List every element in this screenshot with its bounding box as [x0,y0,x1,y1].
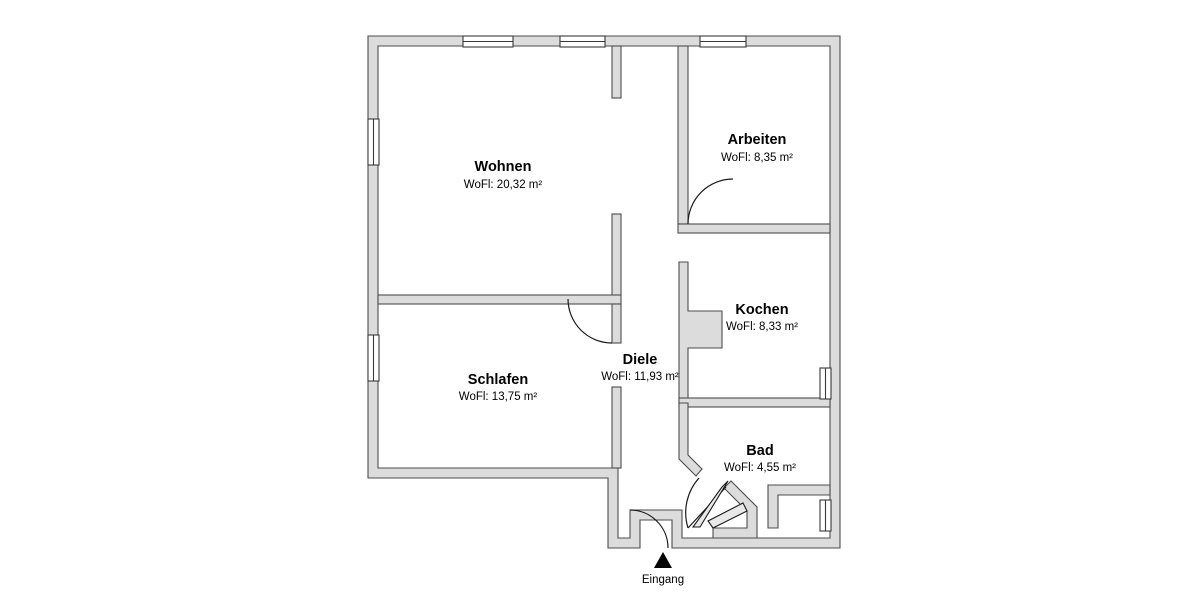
interior-wall-vertical-center-upper [677,45,689,225]
door-schlafen [567,298,613,344]
room-area-bad: WoFl: 4,55 m² [724,462,796,474]
room-area-schlafen: WoFl: 13,75 m² [459,391,538,403]
door-eingang [629,509,669,549]
doors-group [567,178,748,549]
interior-wall-wohnen-top-stub [611,45,622,99]
room-name-arbeiten: Arbeiten [728,132,787,148]
room-name-wohnen: Wohnen [475,159,532,175]
window-right-2 [819,499,832,532]
interior-wall-schlafen-diele-lower [611,386,622,469]
window-top-1 [462,35,514,48]
room-label-wohnen: Wohnen WoFl: 20,32 m² [464,159,543,191]
door-leaf-eingang [707,502,748,529]
room-label-arbeiten: Arbeiten WoFl: 8,35 m² [721,132,793,164]
interior-wall-wohnen-diele-stub [611,213,622,297]
room-label-bad: Bad WoFl: 4,55 m² [724,443,796,474]
room-name-diele: Diele [623,352,658,368]
window-top-2 [559,35,606,48]
entrance-label: Eingang [642,574,684,586]
interior-wall-arbeiten-kochen [677,223,831,234]
interior-wall-bad-entrance-angled [712,480,758,539]
room-labels-group: Wohnen WoFl: 20,32 m² Arbeiten WoFl: 8,3… [459,132,798,586]
windows-group [367,35,832,532]
interior-wall-diele-kochen [678,261,723,404]
room-name-schlafen: Schlafen [468,372,528,388]
room-area-wohnen: WoFl: 20,32 m² [464,179,543,191]
interior-wall-bad-nook [767,484,831,529]
door-arbeiten [687,178,734,225]
room-area-diele: WoFl: 11,93 m² [601,371,679,383]
window-right-1 [819,367,832,400]
interior-wall-wohnen-schlafen [377,294,622,305]
room-area-kochen: WoFl: 8,33 m² [726,321,798,333]
interior-wall-schlafen-diele-upper [611,303,622,344]
room-label-kochen: Kochen WoFl: 8,33 m² [726,302,798,333]
room-label-diele: Diele WoFl: 11,93 m² [601,352,679,383]
window-left-1 [367,118,380,166]
window-left-2 [367,334,380,382]
window-top-3 [699,35,747,48]
room-label-schlafen: Schlafen WoFl: 13,75 m² [459,372,538,403]
room-name-bad: Bad [746,443,773,459]
interior-wall-diele-bad-angled [678,402,703,477]
room-name-kochen: Kochen [735,302,788,318]
interior-wall-kochen-bad [678,397,831,408]
room-area-arbeiten: WoFl: 8,35 m² [721,152,793,164]
entrance-triangle-icon [654,552,672,568]
door-leaf-bad [691,480,729,528]
